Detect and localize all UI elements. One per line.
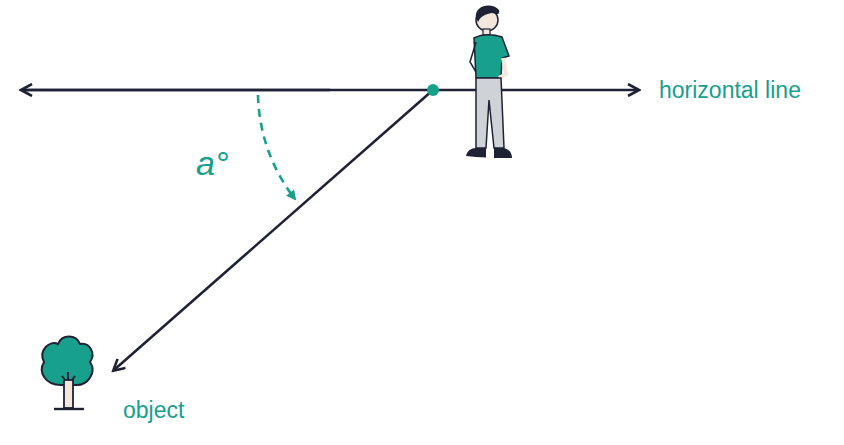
tree-icon <box>42 337 93 410</box>
horizontal-line <box>22 89 638 92</box>
sight-line <box>114 90 433 370</box>
eye-point <box>427 84 439 96</box>
angle-label: a° <box>196 146 229 180</box>
object-label: object <box>123 399 184 422</box>
axis-label: horizontal line <box>659 79 801 102</box>
angle-arc <box>258 95 295 199</box>
horizontal-line-left <box>22 89 330 92</box>
person <box>466 6 512 158</box>
